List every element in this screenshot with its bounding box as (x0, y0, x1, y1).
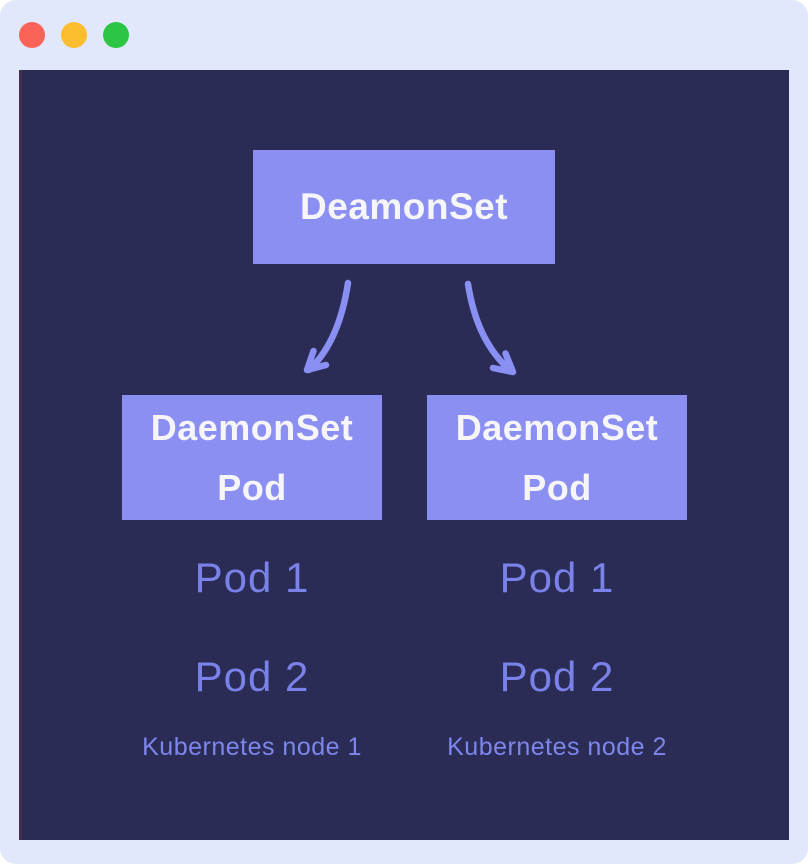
close-button[interactable] (19, 22, 45, 48)
daemonset-pod-box-2-line2: Pod (522, 466, 592, 508)
pod-1-label-node-2: Pod 1 (499, 554, 615, 601)
maximize-button[interactable] (103, 22, 129, 48)
arrow-right-icon (464, 280, 517, 376)
kubernetes-node-1-caption: Kubernetes node 1 (142, 733, 362, 761)
daemonset-pod-box-1-line1: DaemonSet (150, 406, 354, 448)
daemonset-pod-box-1-line2: Pod (217, 466, 287, 508)
daemonset-pod-box-2: DaemonSet Pod (427, 395, 687, 520)
node-column-1: DaemonSet Pod Pod 1 Pod 2 Kubernetes nod… (122, 395, 382, 761)
pod-2-label-node-1: Pod 2 (194, 653, 310, 700)
pod-2-label-node-2: Pod 2 (499, 653, 615, 700)
node-column-2: DaemonSet Pod Pod 1 Pod 2 Kubernetes nod… (427, 395, 687, 761)
arrow-left-icon (303, 279, 352, 374)
kubernetes-node-2-caption: Kubernetes node 2 (447, 733, 667, 761)
diagram-canvas: DeamonSet DaemonSet Pod Pod 1 Pod 2 Kube… (19, 70, 789, 840)
daemonset-pod-box-1: DaemonSet Pod (122, 395, 382, 520)
window-titlebar (0, 0, 808, 70)
minimize-button[interactable] (61, 22, 87, 48)
daemonset-root-box: DeamonSet (253, 150, 555, 264)
connector-arrows (303, 279, 517, 376)
daemonset-pod-box-2-line1: DaemonSet (455, 406, 659, 448)
pod-1-label-node-1: Pod 1 (194, 554, 310, 601)
daemonset-root-label: DeamonSet (299, 186, 509, 227)
